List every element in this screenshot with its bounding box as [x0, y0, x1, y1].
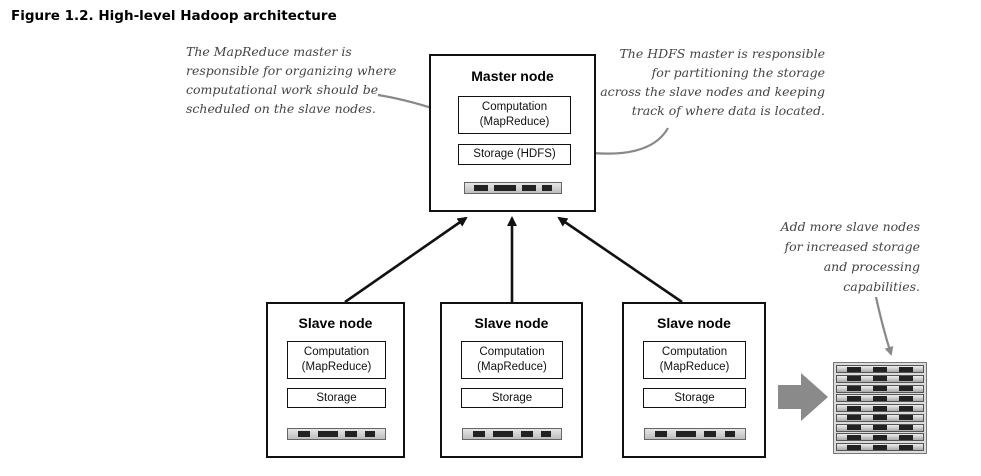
note-line: for partitioning the storage — [651, 65, 825, 80]
server-icon — [462, 428, 562, 440]
slave-node-title: Slave node — [474, 315, 549, 331]
mapreduce-label: (MapReduce) — [479, 116, 550, 128]
slave-storage-box: Storage — [461, 388, 563, 408]
storage-label: Storage — [491, 391, 533, 404]
slave-node-3: Slave node Computation (MapReduce) Stora… — [622, 302, 766, 458]
mapreduce-label: (MapReduce) — [477, 361, 547, 373]
note-line: for increased storage — [784, 239, 920, 254]
slave-node-2: Slave node Computation (MapReduce) Stora… — [440, 302, 583, 458]
master-storage-box: Storage (HDFS) — [458, 144, 571, 165]
note-line: computational work should be — [186, 82, 379, 97]
slave-computation-box: Computation (MapReduce) — [461, 341, 563, 379]
slave-storage-box: Storage — [287, 388, 386, 408]
note-line: responsible for organizing where — [186, 63, 397, 78]
add-nodes-note-arrow — [874, 296, 894, 356]
mapreduce-master-note: The MapReduce master is responsible for … — [186, 42, 396, 118]
figure-title: Figure 1.2. High-level Hadoop architectu… — [11, 8, 337, 24]
server-rack-icon — [833, 362, 927, 454]
slave-computation-box: Computation (MapReduce) — [287, 341, 386, 379]
mapreduce-label: (MapReduce) — [659, 361, 730, 373]
mapreduce-label: (MapReduce) — [301, 361, 372, 373]
slave-node-1: Slave node Computation (MapReduce) Stora… — [266, 302, 405, 458]
add-slave-nodes-note: Add more slave nodes for increased stora… — [750, 217, 920, 297]
computation-label: Computation — [303, 346, 370, 358]
expand-arrow — [778, 373, 828, 421]
master-computation-box: Computation (MapReduce) — [458, 96, 571, 134]
slave-computation-box: Computation (MapReduce) — [643, 341, 746, 379]
slave1-to-master-arrow — [344, 216, 468, 304]
server-icon — [287, 428, 386, 440]
slave-node-title: Slave node — [657, 315, 731, 331]
note-line: The HDFS master is responsible — [619, 46, 825, 61]
slave-node-title: Slave node — [298, 315, 373, 331]
master-node-title: Master node — [471, 68, 554, 84]
hdfs-master-note: The HDFS master is responsible for parti… — [600, 44, 825, 120]
storage-label: Storage (HDFS) — [473, 148, 556, 160]
note-line: scheduled on the slave nodes. — [186, 101, 376, 116]
server-icon — [644, 428, 746, 440]
note-line: capabilities. — [843, 279, 920, 294]
computation-label: Computation — [479, 346, 545, 358]
note-line: The MapReduce master is — [186, 44, 352, 59]
computation-label: Computation — [481, 101, 548, 113]
computation-label: Computation — [661, 346, 728, 358]
note-line: Add more slave nodes — [780, 219, 920, 234]
note-line: across the slave nodes and keeping — [600, 84, 825, 99]
storage-label: Storage — [316, 391, 357, 404]
master-node: Master node Computation (MapReduce) Stor… — [429, 54, 596, 212]
storage-label: Storage — [674, 391, 715, 404]
note-line: track of where data is located. — [631, 103, 825, 118]
slave-storage-box: Storage — [643, 388, 746, 408]
server-icon — [464, 182, 562, 194]
slave3-to-master-arrow — [557, 216, 683, 304]
note-line: and processing — [823, 259, 920, 274]
